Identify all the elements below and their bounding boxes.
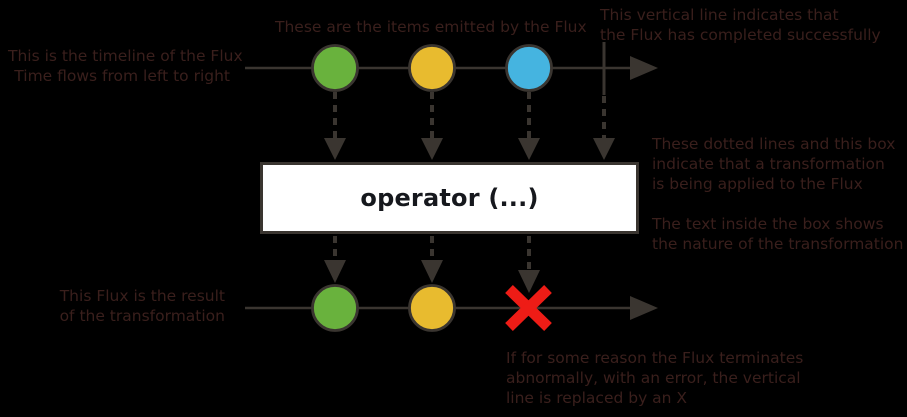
result-marble-green[interactable]: [311, 284, 359, 332]
operator-box-label: operator (...): [360, 184, 539, 212]
down-arrowhead: [421, 260, 443, 283]
annotation-timeline-note: This is the timeline of the Flux Time fl…: [8, 47, 243, 85]
connector-out-of-operator-3: [518, 236, 540, 293]
source-marble-yellow[interactable]: [408, 44, 456, 92]
connector-into-operator-2: [421, 92, 443, 160]
connector-into-operator-4: [593, 96, 615, 160]
down-arrowhead: [593, 138, 615, 160]
result-timeline-arrowhead: [630, 296, 658, 320]
source-flux-timeline: [245, 42, 658, 95]
error-x-stroke-2: [505, 285, 552, 331]
connector-into-operator-3: [518, 92, 540, 160]
down-arrowhead: [324, 260, 346, 283]
connector-out-of-operator-2: [421, 236, 443, 283]
result-marble-yellow[interactable]: [408, 284, 456, 332]
error-x-stroke-1: [505, 285, 552, 331]
annotation-result-note: This Flux is the result of the transform…: [59, 287, 225, 325]
connector-into-operator-1: [324, 92, 346, 160]
connectors-into-operator: [324, 92, 615, 160]
operator-box[interactable]: operator (...): [260, 162, 639, 234]
annotation-transformation-note: These dotted lines and this box indicate…: [652, 135, 896, 193]
connectors-out-of-operator: [324, 236, 540, 293]
down-arrowhead: [518, 270, 540, 293]
down-arrowhead: [518, 138, 540, 160]
source-marble-blue[interactable]: [505, 44, 553, 92]
annotation-items-note: These are the items emitted by the Flux: [275, 18, 587, 36]
connector-out-of-operator-1: [324, 236, 346, 283]
annotation-box-text-note: The text inside the box shows the nature…: [652, 215, 904, 253]
source-marble-green[interactable]: [311, 44, 359, 92]
error-x-icon: [505, 285, 552, 331]
annotation-error-note: If for some reason the Flux terminates a…: [506, 349, 804, 407]
annotation-completion-note: This vertical line indicates that the Fl…: [600, 6, 881, 44]
source-timeline-arrowhead: [630, 56, 658, 80]
result-flux-timeline: [245, 284, 658, 332]
down-arrowhead: [421, 138, 443, 160]
down-arrowhead: [324, 138, 346, 160]
